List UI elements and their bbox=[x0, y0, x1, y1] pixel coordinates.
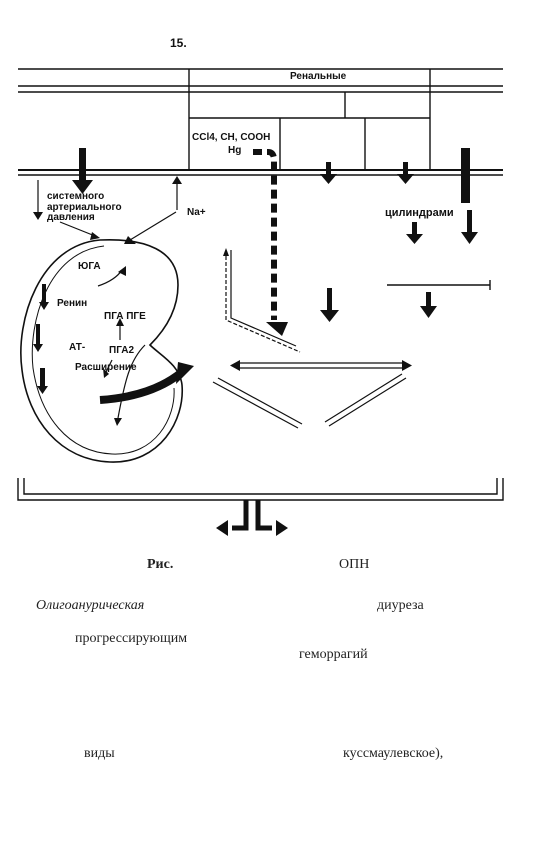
pga2-label: ПГА2 bbox=[109, 345, 135, 356]
hemorrhages-text: геморрагий bbox=[299, 647, 368, 662]
mercury-label: Hg bbox=[228, 145, 242, 156]
table-header-renal: Ренальные bbox=[290, 71, 347, 82]
diuresis-text: диуреза bbox=[377, 598, 424, 613]
dilation-label: Расширение bbox=[75, 362, 137, 373]
types-text: виды bbox=[84, 746, 115, 761]
systemic-pressure-label: системного артериального давления bbox=[47, 191, 122, 223]
pga-pge-label: ПГА ПГЕ bbox=[104, 311, 146, 322]
kussmaul-text: куссмаулевское), bbox=[343, 746, 444, 761]
opn-text: ОПН bbox=[339, 557, 370, 572]
cylinders-label: цилиндрами bbox=[385, 207, 454, 219]
oliguric-text: Олигоанурическая bbox=[36, 598, 145, 613]
figure-label: Рис. bbox=[147, 557, 174, 572]
at-label: АТ- bbox=[69, 342, 86, 353]
progressive-text: прогрессирующим bbox=[75, 631, 188, 646]
toxins-label: CCl4, CH, COOH bbox=[192, 132, 271, 143]
page-number: 15. bbox=[170, 36, 187, 50]
renin-label: Ренин bbox=[57, 298, 88, 309]
sodium-label: Na+ bbox=[187, 207, 206, 218]
opn-pathogenesis-diagram bbox=[17, 68, 504, 536]
yuga-label: ЮГА bbox=[78, 261, 101, 272]
